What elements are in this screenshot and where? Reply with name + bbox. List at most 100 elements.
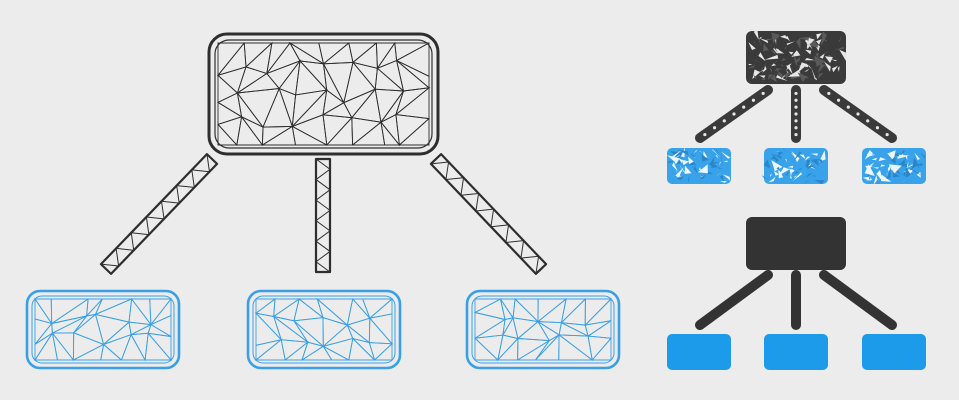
mesh-triangle	[325, 116, 354, 146]
mesh-triangle	[395, 114, 431, 146]
mosaic-shard	[747, 65, 755, 69]
mosaic-shard	[758, 68, 766, 73]
mesh-triangle	[474, 337, 499, 361]
mosaic-shard	[770, 49, 776, 55]
mosaic-shard	[781, 58, 787, 62]
mosaic-shard	[821, 37, 825, 45]
mosaic-shard	[703, 151, 708, 158]
mosaic-shard	[691, 153, 697, 158]
mosaic-shard	[794, 119, 798, 123]
mosaic-shard	[809, 35, 813, 38]
mosaic-shard	[824, 56, 833, 64]
mosaic-shard	[751, 98, 756, 102]
mosaic-shard	[794, 132, 798, 137]
mosaic-shard	[766, 61, 778, 68]
mosaic-shard	[756, 55, 758, 57]
mosaic-shard	[910, 167, 922, 176]
mosaic-shard	[872, 167, 879, 169]
mosaic-shard	[715, 155, 719, 159]
mesh-triangle	[216, 41, 247, 77]
mesh-child-node-center	[246, 289, 402, 370]
mosaic-shard	[916, 171, 921, 178]
mosaic-shard	[670, 153, 675, 158]
mesh-top-node	[207, 32, 440, 156]
mosaic-shard	[801, 42, 805, 44]
mosaic-shard	[675, 169, 678, 173]
mosaic-shard	[893, 152, 900, 157]
mesh-triangle	[343, 88, 376, 119]
mesh-triangle	[217, 101, 243, 126]
mosaic-shard	[784, 45, 787, 46]
mosaic-shard	[794, 98, 798, 102]
mosaic-shard	[830, 59, 837, 62]
mosaic-shard	[674, 154, 680, 159]
mosaic-shard	[820, 149, 823, 155]
mosaic-shard	[763, 159, 771, 169]
mesh-triangle	[322, 345, 350, 361]
mosaic-shard	[819, 150, 826, 162]
mesh-triangle	[323, 63, 345, 104]
mosaic-shard	[824, 61, 831, 72]
mosaic-shard	[762, 66, 767, 73]
mosaic-shard	[677, 149, 689, 156]
mosaic-shard	[710, 163, 718, 169]
mosaic-shard	[785, 158, 788, 163]
mosaic-shard	[720, 180, 727, 183]
mosaic-shard	[770, 68, 772, 73]
mosaic-shard	[899, 153, 904, 159]
mesh-triangle	[295, 59, 328, 96]
mesh-triangle	[474, 311, 507, 340]
mosaic-shard	[797, 72, 807, 83]
mosaic-shard	[674, 158, 681, 165]
mesh-triangle	[322, 42, 354, 65]
mosaic-shard	[752, 73, 756, 80]
mosaic-shard	[766, 44, 773, 46]
mosaic-shard	[911, 157, 919, 170]
mosaic-shard	[796, 37, 801, 50]
mosaic-shard	[867, 176, 876, 178]
mosaic-shard	[818, 73, 824, 79]
mosaic-shard	[686, 161, 696, 166]
mosaic-shard	[805, 165, 814, 170]
mesh-triangle	[368, 298, 393, 319]
mosaic-shard	[759, 38, 769, 44]
mosaic-shard	[807, 162, 812, 167]
mesh-triangle	[534, 333, 560, 361]
mosaic-shard	[790, 152, 794, 156]
mosaic-shard	[715, 149, 720, 155]
mosaic-shard	[797, 62, 808, 73]
flat-child-node-right	[862, 334, 926, 370]
mesh-triangle	[316, 297, 348, 326]
mosaic-shard	[832, 65, 838, 73]
mosaic-shard	[768, 176, 776, 183]
mosaic-shard	[906, 161, 909, 168]
mosaic-shard	[892, 172, 901, 178]
mosaic-shard	[774, 154, 782, 160]
mosaic-shard	[753, 65, 756, 67]
mosaic-shard	[698, 167, 700, 170]
mosaic-shard	[758, 76, 762, 79]
mosaic-shard	[758, 38, 761, 44]
mosaic-shard	[864, 164, 875, 176]
mosaic-shard	[864, 150, 873, 160]
mesh-truss-line	[315, 158, 331, 273]
mosaic-shard	[806, 167, 809, 174]
mosaic-shard	[890, 156, 896, 165]
mosaic-shard	[786, 63, 792, 71]
mosaic-shard	[753, 59, 765, 65]
mosaic-hierarchy-icon	[667, 30, 926, 185]
mesh-triangle	[376, 59, 405, 93]
mosaic-shard	[914, 152, 920, 160]
mesh-triangle	[291, 88, 328, 127]
mesh-triangle	[373, 342, 393, 361]
mosaic-shard	[693, 150, 698, 154]
mosaic-shard	[902, 180, 905, 185]
mosaic-shard	[888, 166, 894, 172]
mosaic-shard	[804, 39, 813, 50]
mosaic-shard	[763, 43, 769, 52]
mesh-triangle	[150, 297, 172, 326]
mosaic-shard	[785, 170, 790, 176]
mosaic-shard	[839, 72, 842, 75]
mesh-triangle	[380, 120, 401, 146]
mosaic-shard	[758, 36, 763, 40]
